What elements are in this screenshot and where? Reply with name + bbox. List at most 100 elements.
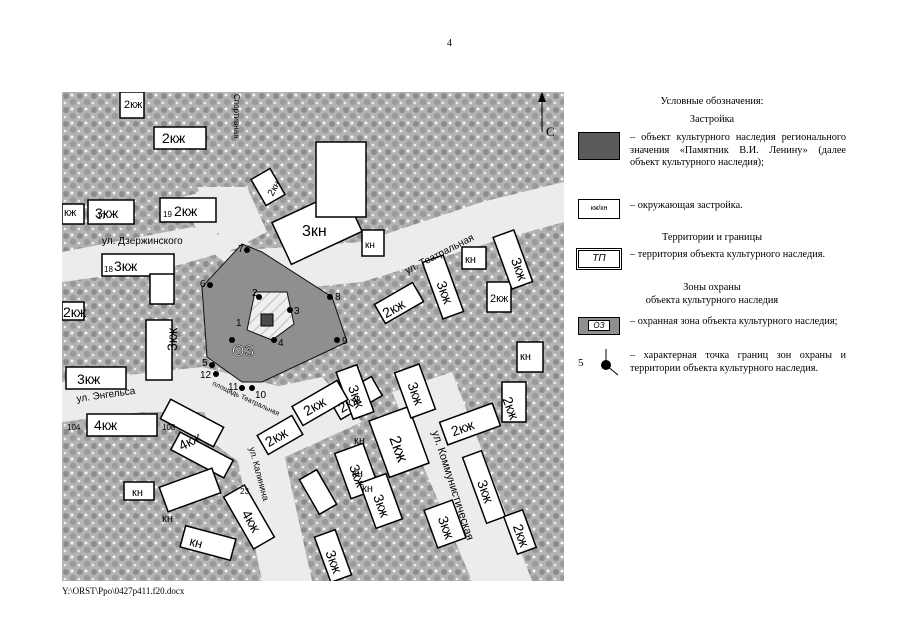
point-sample-number: 5 [578, 357, 584, 369]
building-label: кж [64, 207, 77, 219]
building [145, 319, 173, 381]
building-label: 3кж [474, 478, 497, 506]
building [315, 141, 367, 218]
building-label: 3кж [433, 279, 456, 307]
building-label: кн [352, 468, 363, 480]
zone-swatch: ОЗ [578, 317, 620, 335]
legend-zone: – охранная зона объекта культурного насл… [630, 316, 838, 327]
legend-section-territories: Территории и границы [661, 232, 762, 243]
boundary-point-label: 10 [255, 390, 267, 401]
boundary-point-6[interactable] [207, 282, 213, 288]
boundary-point-label: 8 [335, 292, 341, 303]
building [62, 301, 85, 321]
boundary-point-7[interactable] [244, 247, 250, 253]
legend-section-zones-2: объекта культурного наследия [645, 295, 779, 306]
territory-swatch: ТП [576, 248, 622, 270]
building-label: 2кж [510, 522, 533, 550]
building [501, 381, 527, 423]
building-label: 3кж [404, 380, 427, 408]
boundary-point-label: 2 [252, 288, 258, 299]
building [461, 246, 487, 270]
building-label: 3кж [346, 462, 369, 490]
boundary-point-1[interactable] [229, 337, 235, 343]
building-label: 4кж [94, 417, 118, 433]
boundary-point-label: 11 [228, 382, 239, 393]
house-number: 108 [162, 423, 176, 432]
building [87, 199, 135, 225]
building-label: 2кж [449, 416, 477, 439]
building-label: 3кж [164, 327, 180, 351]
legend-section-buildings: Застройка [689, 114, 735, 125]
legend-heritage-object: – объект культурного наследия региональн… [630, 132, 846, 168]
building-label: кн [520, 351, 531, 363]
building [290, 379, 350, 427]
site-plan-map[interactable]: 2кж 2кж 3кж 2кж 3кж 2кж 3кж 3кж 4кж 4кж … [62, 92, 564, 581]
protection-zone-label: ОЗ [232, 343, 254, 360]
zone-sample-label: ОЗ [588, 320, 610, 331]
building [65, 366, 127, 390]
building [461, 449, 507, 525]
boundary-point-9[interactable] [334, 337, 340, 343]
building [169, 431, 235, 479]
building [86, 413, 158, 437]
boundary-point-2[interactable] [256, 294, 262, 300]
building [101, 253, 175, 277]
building [119, 92, 145, 119]
building-label: кн [188, 534, 204, 552]
building-label: 3кж [345, 383, 368, 411]
north-arrow-icon: С [538, 92, 555, 139]
building [62, 203, 85, 225]
legend-surrounding: – окружающая застройка. [630, 200, 743, 211]
building-label: 3кж [370, 492, 393, 520]
building [159, 398, 225, 448]
building-label: кн [162, 513, 173, 525]
building-label: 3кж [95, 205, 119, 221]
street-label: Спортивная [232, 94, 241, 138]
building-label: 3кж [435, 514, 458, 542]
house-number: 104 [67, 423, 81, 432]
house-number: 23 [240, 487, 249, 496]
building-label: 2кж [124, 99, 143, 111]
building [123, 481, 155, 501]
street-label: ул. Дзержинского [102, 236, 183, 247]
building [158, 467, 222, 513]
building [179, 524, 237, 562]
building [256, 414, 304, 456]
building [313, 528, 353, 581]
legend-point: – характерная точка границ зон охраны и … [630, 350, 846, 374]
road-kalinina [232, 422, 312, 581]
boundary-point-label: 6 [200, 279, 206, 290]
building [358, 472, 404, 530]
building [492, 228, 534, 291]
building [373, 281, 425, 325]
road-kommunisticheskaya [392, 372, 532, 581]
boundary-point-label: 12 [200, 370, 212, 381]
road-teatralnaya [212, 182, 564, 292]
footer-file-path: Y:\ORST\Ppo\0427p411.f20.docx [62, 586, 185, 596]
building [421, 254, 465, 320]
building [149, 273, 175, 305]
lenin-monument[interactable] [260, 313, 274, 327]
building [502, 508, 538, 556]
building [298, 468, 338, 516]
building-label: 3кж [322, 548, 345, 576]
building [486, 281, 512, 313]
boundary-point-10[interactable] [249, 385, 255, 391]
building [393, 363, 437, 419]
boundary-point-label: 9 [342, 336, 348, 347]
building [159, 197, 217, 223]
boundary-point-5[interactable] [209, 362, 215, 368]
boundary-point-3[interactable] [287, 307, 293, 313]
boundary-point-label: 7 [238, 244, 244, 255]
legend-title: Условные обозначения: [660, 96, 764, 107]
building [222, 483, 276, 551]
building [438, 402, 502, 446]
building [423, 499, 467, 549]
boundary-point-12[interactable] [213, 371, 219, 377]
boundary-point-4[interactable] [271, 337, 277, 343]
map-frame[interactable]: 2кж 2кж 3кж 2кж 3кж 2кж 3кж 3кж 4кж 4кж … [62, 92, 564, 581]
building [249, 167, 287, 207]
boundary-point-8[interactable] [327, 294, 333, 300]
boundary-point-11[interactable] [239, 385, 245, 391]
building [516, 341, 544, 373]
